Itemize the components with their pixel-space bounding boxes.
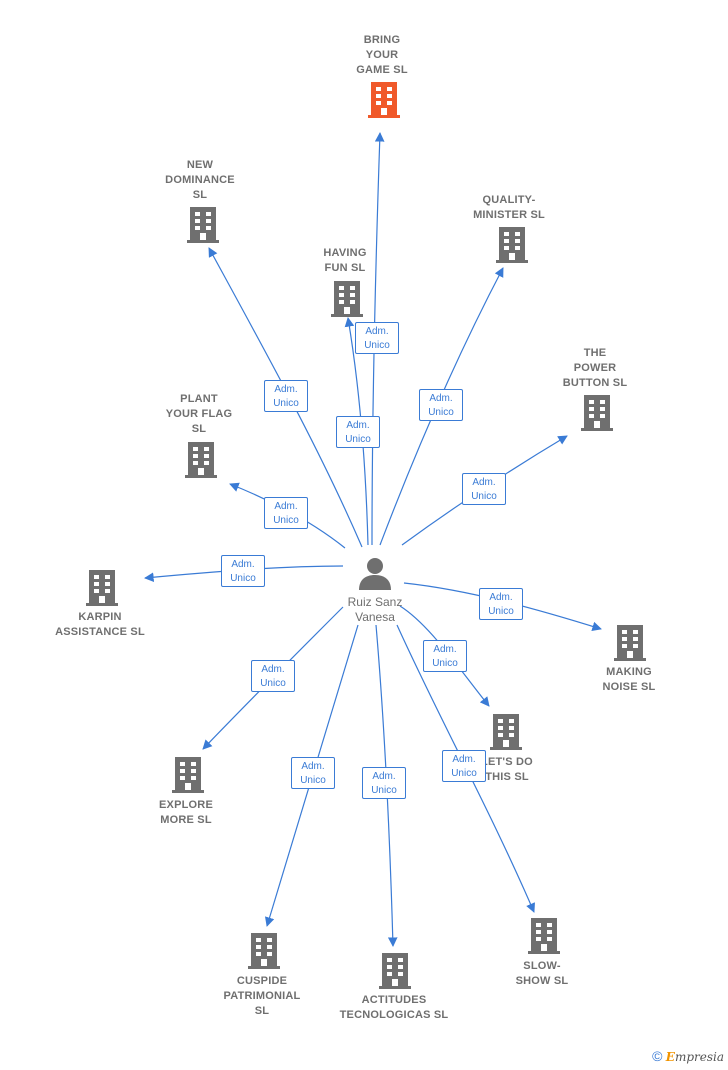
node-label: SLOW- SHOW SL (515, 960, 569, 987)
edge-label-actitudes-tecnologicas[interactable]: Adm. Unico (362, 767, 406, 799)
edge-label-cuspide-patrimonial[interactable]: Adm. Unico (291, 757, 335, 789)
node-label: KARPIN ASSISTANCE SL (55, 611, 145, 638)
node-label: PLANT YOUR FLAG SL (165, 393, 233, 435)
edge-label-explore-more[interactable]: Adm. Unico (251, 660, 295, 692)
edge-label-having-fun[interactable]: Adm. Unico (355, 322, 399, 354)
node-label: CUSPIDE PATRIMONIAL SL (223, 975, 301, 1017)
node-karpin-assistance[interactable]: KARPIN ASSISTANCE SL (44, 610, 156, 640)
building-icon (528, 918, 560, 954)
node-quality-minister[interactable]: QUALITY- MINISTER SL (460, 193, 558, 223)
building-icon (331, 281, 363, 317)
building-icon (86, 570, 118, 606)
edge-label-lets-do-this[interactable]: Adm. Unico (423, 640, 467, 672)
node-label: BRING YOUR GAME SL (356, 34, 408, 76)
brand-logo: Empresia (665, 1050, 724, 1064)
building-icon (187, 207, 219, 243)
edge-label-bring-your-game[interactable]: Adm. Unico (336, 416, 380, 448)
node-explore-more[interactable]: EXPLORE MORE SL (139, 798, 233, 828)
building-icon (185, 442, 217, 478)
edge-label-slow-show[interactable]: Adm. Unico (442, 750, 486, 782)
node-lets-do-this[interactable]: LET'S DO THIS SL (460, 755, 554, 785)
copyright-footer: © Empresia (652, 1048, 724, 1064)
building-icon (614, 625, 646, 661)
node-label: NEW DOMINANCE SL (165, 159, 235, 201)
node-making-noise[interactable]: MAKING NOISE SL (582, 665, 676, 695)
building-icon (581, 395, 613, 431)
edge-label-new-dominance[interactable]: Adm. Unico (264, 380, 308, 412)
building-icon (172, 757, 204, 793)
edge-label-making-noise[interactable]: Adm. Unico (479, 588, 523, 620)
node-label: LET'S DO THIS SL (481, 756, 533, 783)
building-icon (248, 933, 280, 969)
node-label: ACTITUDES TECNOLOGICAS SL (339, 994, 449, 1021)
node-slow-show[interactable]: SLOW- SHOW SL (495, 959, 589, 989)
node-label: THE POWER BUTTON SL (562, 347, 628, 389)
node-having-fun[interactable]: HAVING FUN SL (298, 246, 392, 276)
building-icon (490, 714, 522, 750)
person-icon (359, 558, 391, 590)
node-plant-your-flag[interactable]: PLANT YOUR FLAG SL (152, 392, 246, 437)
node-the-power-button[interactable]: THE POWER BUTTON SL (548, 346, 642, 391)
copyright-symbol: © (652, 1048, 663, 1064)
node-label: MAKING NOISE SL (602, 666, 656, 693)
building-icon (496, 227, 528, 263)
node-actitudes-tecnologicas[interactable]: ACTITUDES TECNOLOGICAS SL (330, 993, 458, 1023)
node-new-dominance[interactable]: NEW DOMINANCE SL (150, 158, 250, 203)
edge-label-quality-minister[interactable]: Adm. Unico (419, 389, 463, 421)
node-bring-your-game[interactable]: BRING YOUR GAME SL (334, 33, 430, 78)
node-label: HAVING FUN SL (323, 247, 367, 274)
building-icon (379, 953, 411, 989)
node-label: EXPLORE MORE SL (159, 799, 213, 826)
edge-label-the-power-button[interactable]: Adm. Unico (462, 473, 506, 505)
center-person-name[interactable]: Ruiz Sanz Vanesa (347, 595, 403, 624)
edge-label-plant-your-flag[interactable]: Adm. Unico (264, 497, 308, 529)
building-icon (368, 82, 400, 118)
node-label: QUALITY- MINISTER SL (473, 194, 545, 221)
node-cuspide-patrimonial[interactable]: CUSPIDE PATRIMONIAL SL (210, 974, 314, 1019)
edge-label-karpin-assistance[interactable]: Adm. Unico (221, 555, 265, 587)
